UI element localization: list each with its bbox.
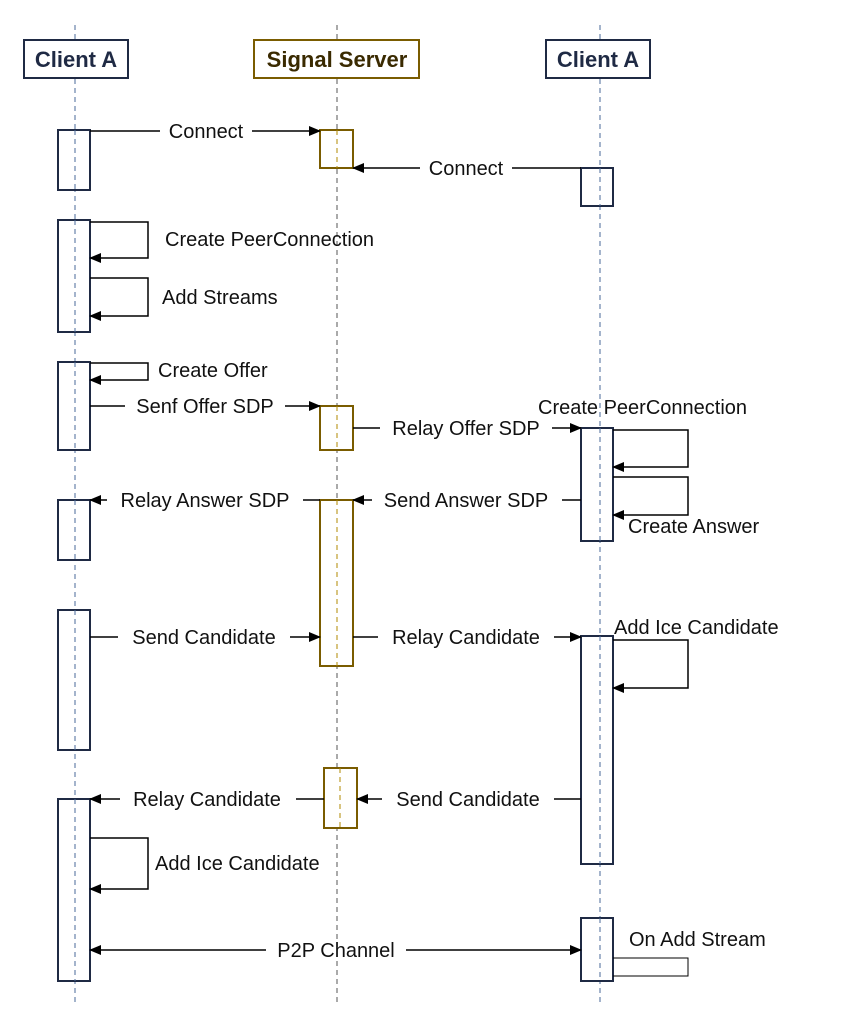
self-arrow-create-answer xyxy=(612,476,689,520)
activation-box xyxy=(580,635,614,865)
label-connect-b: Connect xyxy=(429,158,504,180)
activation-box xyxy=(580,167,614,207)
participant-signal-server xyxy=(253,39,420,79)
activation-box xyxy=(57,609,91,751)
self-arrow-add-ice-b xyxy=(612,639,689,693)
label-send-candidate-a: Send Candidate xyxy=(132,627,275,649)
label-on-add-stream: On Add Stream xyxy=(629,929,766,951)
label-add-ice-b: Add Ice Candidate xyxy=(614,617,779,639)
activation-box xyxy=(580,427,614,542)
label-send-answer: Send Answer SDP xyxy=(384,490,549,512)
activation-box xyxy=(57,219,91,333)
label-send-offer: Senf Offer SDP xyxy=(136,396,273,418)
activation-box xyxy=(57,798,91,982)
self-arrow-add-ice-a xyxy=(89,837,149,894)
participant-signal-server-label: Signal Server xyxy=(267,47,408,72)
label-relay-answer: Relay Answer SDP xyxy=(121,490,290,512)
activation-box xyxy=(57,129,91,191)
label-p2p-channel: P2P Channel xyxy=(277,940,395,962)
label-create-peer-b: Create PeerConnection xyxy=(538,397,747,419)
label-add-streams: Add Streams xyxy=(162,287,278,309)
label-relay-candidate-a: Relay Candidate xyxy=(133,789,281,811)
activation-box xyxy=(580,917,614,982)
self-arrow-create-peer-b xyxy=(612,429,689,472)
self-arrow-create-offer xyxy=(89,362,149,385)
label-relay-offer: Relay Offer SDP xyxy=(392,418,539,440)
label-relay-candidate-b: Relay Candidate xyxy=(392,627,540,649)
participant-client-a-left-label: Client A xyxy=(35,47,117,72)
label-connect-a: Connect xyxy=(169,121,244,143)
participant-client-a-left xyxy=(23,39,129,79)
participant-client-a-right xyxy=(545,39,651,79)
activation-box xyxy=(57,499,91,561)
label-send-candidate-b: Send Candidate xyxy=(396,789,539,811)
self-arrow-create-peer-a xyxy=(89,221,149,263)
label-create-offer: Create Offer xyxy=(158,360,268,382)
participant-client-a-right-label: Client A xyxy=(557,47,639,72)
self-arrow-on-add-stream xyxy=(613,957,689,977)
label-create-answer: Create Answer xyxy=(628,516,760,538)
activation-box xyxy=(57,361,91,451)
label-add-ice-a: Add Ice Candidate xyxy=(155,853,320,875)
label-create-peer-a: Create PeerConnection xyxy=(165,229,374,251)
self-arrow-add-streams xyxy=(89,277,149,321)
